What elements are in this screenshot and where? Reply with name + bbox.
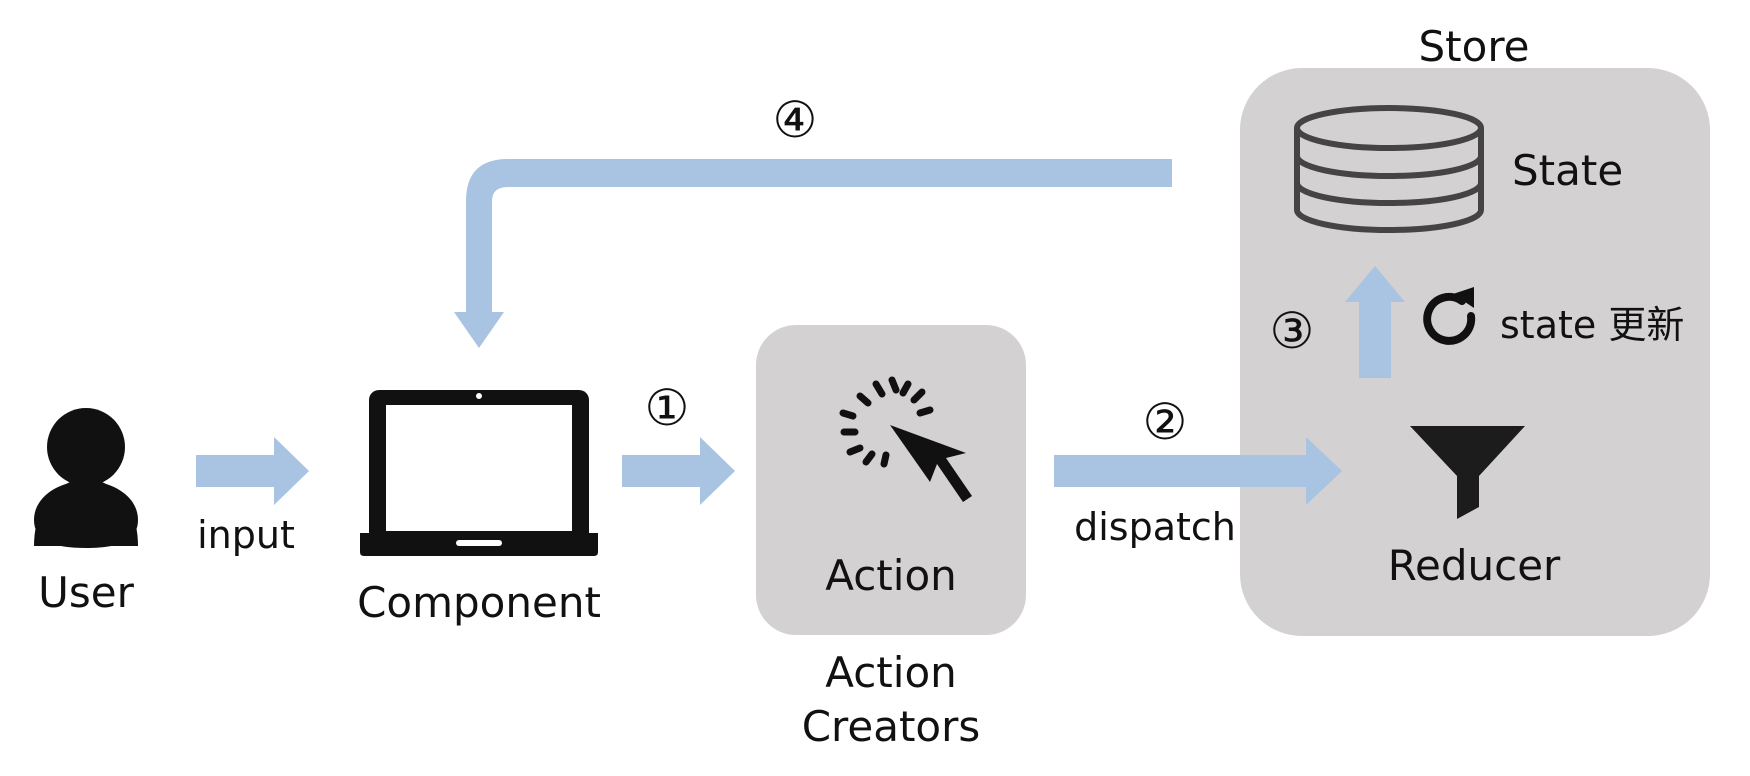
cursor-click-icon	[839, 376, 963, 468]
state-label: State	[1512, 146, 1624, 195]
dispatch-label: dispatch	[1074, 505, 1236, 549]
arrow-step1	[622, 437, 735, 505]
cursor-arrow	[890, 425, 972, 502]
reducer-label: Reducer	[1387, 541, 1561, 590]
action-creators-label-line2: Creators	[801, 702, 981, 751]
state-update-label: state 更新	[1500, 303, 1685, 347]
refresh-icon	[1423, 287, 1476, 345]
user-label: User	[38, 568, 134, 617]
store-container	[1240, 68, 1710, 636]
funnel-icon	[1410, 426, 1525, 519]
step-2-label: ②	[1142, 393, 1188, 451]
database-icon	[1294, 105, 1484, 233]
action-label: Action	[825, 551, 957, 600]
input-label: input	[197, 513, 295, 557]
arrow-step2-dispatch	[1054, 437, 1342, 505]
arrow-input	[196, 437, 309, 505]
store-label: Store	[1418, 22, 1530, 71]
arrow-step3	[1345, 266, 1405, 378]
action-container	[756, 325, 1026, 635]
step-4-label: ④	[772, 91, 818, 149]
arrow-step4	[454, 159, 1172, 348]
step-3-label: ③	[1269, 302, 1315, 360]
step-1-label: ①	[644, 379, 690, 437]
user-icon	[34, 408, 138, 548]
laptop-icon	[360, 390, 598, 556]
component-label: Component	[357, 578, 601, 627]
action-creators-label-line1: Action	[825, 648, 957, 697]
